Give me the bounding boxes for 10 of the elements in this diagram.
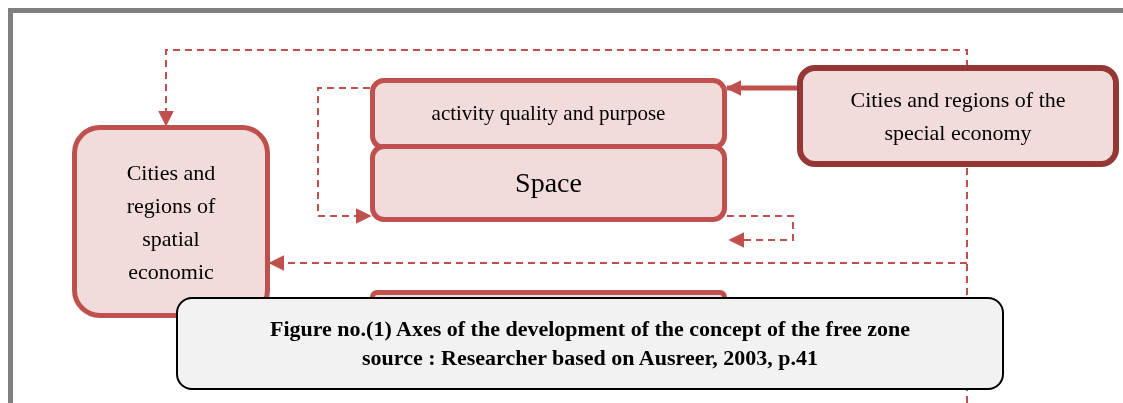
arrow [725,80,797,96]
rounded-box: Cities and regions of spatial economic [72,125,270,318]
rounded-box: Cities and regions of the special economy [797,65,1119,167]
dashed-arrow [317,87,372,224]
dashed-arrow [726,215,794,248]
empty-box [370,290,727,297]
dashed-arrow [268,255,968,271]
source-note: source : Researcher based on Ausreer, 2003, p.41 [362,343,818,372]
rounded-box: Space [370,144,727,222]
figure-caption: Figure no.(1) Axes of the development of the concept of the free zone [269,314,911,343]
